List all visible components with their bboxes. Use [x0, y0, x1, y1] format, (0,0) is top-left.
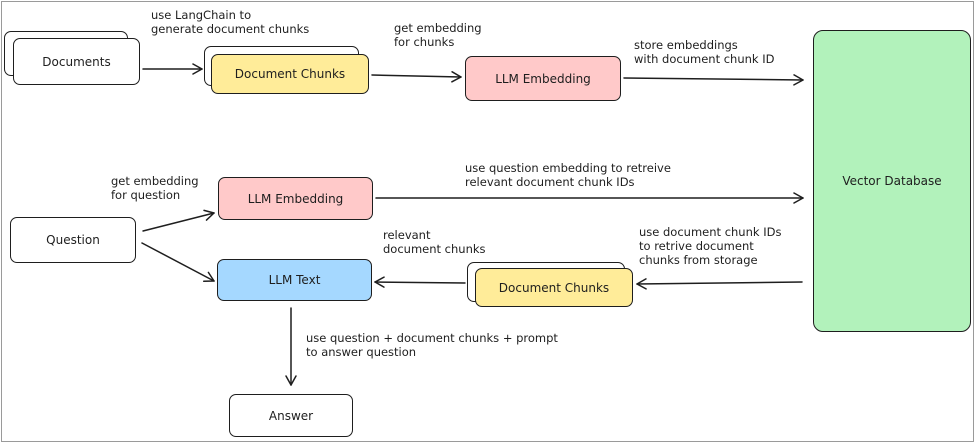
- edge-label-langchain: use LangChain to generate document chunk…: [151, 8, 310, 36]
- document-chunks-bottom-node: Document Chunks: [475, 268, 633, 307]
- llm-text-label: LLM Text: [268, 273, 321, 287]
- document-chunks-top-label: Document Chunks: [234, 67, 346, 81]
- edge-label-store-embeddings: store embeddings with document chunk ID: [634, 38, 775, 66]
- arrow-question-to-embedding: [142, 209, 215, 232]
- arrow-chunks-to-embedding: [371, 71, 462, 83]
- llm-embedding-top-label: LLM Embedding: [495, 71, 591, 86]
- arrow-chunks-to-llmtext: [374, 276, 466, 288]
- llm-embedding-top-node: LLM Embedding: [465, 56, 621, 101]
- edge-label-retrieve-storage: use document chunk IDs to retrive docume…: [639, 225, 782, 267]
- arrow-vectordb-to-chunks: [636, 278, 803, 290]
- arrow-question-to-llmtext: [141, 242, 215, 282]
- edge-label-get-embedding-question: get embedding for question: [111, 174, 199, 202]
- question-label: Question: [46, 233, 100, 247]
- vector-database-node: Vector Database: [813, 30, 971, 332]
- edge-label-retrieve-ids: use question embedding to retreive relev…: [465, 161, 671, 189]
- document-chunks-bottom-label: Document Chunks: [498, 280, 610, 295]
- question-node: Question: [10, 217, 136, 263]
- llm-embedding-bottom-node: LLM Embedding: [218, 177, 373, 220]
- arrow-embedding-to-vectordb: [623, 74, 804, 86]
- documents-label: Documents: [42, 54, 111, 69]
- answer-node: Answer: [229, 394, 353, 437]
- document-chunks-top-node: Document Chunks: [211, 54, 369, 94]
- llm-embedding-bottom-label: LLM Embedding: [247, 191, 344, 206]
- edge-label-get-embedding-chunks: get embedding for chunks: [394, 21, 482, 49]
- edge-label-answer-prompt: use question + document chunks + prompt …: [306, 331, 558, 359]
- answer-label: Answer: [268, 408, 314, 423]
- llm-text-node: LLM Text: [217, 259, 372, 301]
- documents-node: Documents: [13, 38, 140, 85]
- vector-database-label: Vector Database: [842, 174, 942, 188]
- edge-label-relevant-chunks: relevant document chunks: [383, 228, 486, 256]
